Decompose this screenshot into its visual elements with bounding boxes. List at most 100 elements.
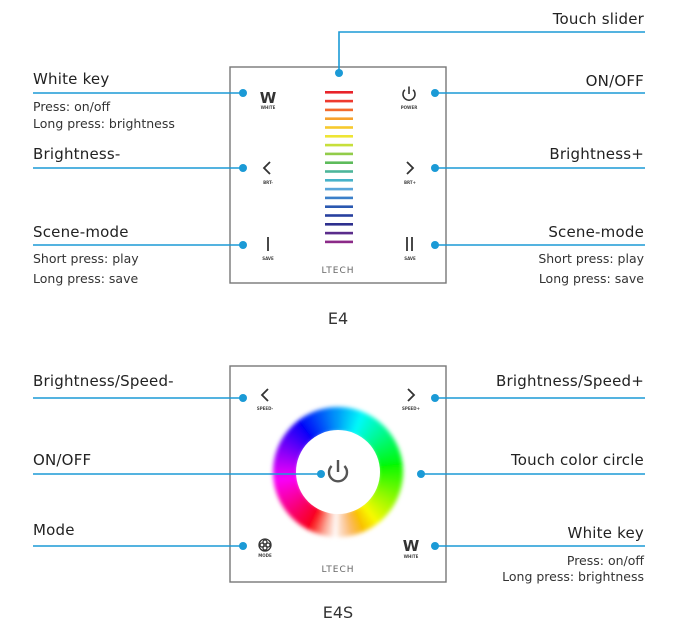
color-ring-segment[interactable]: [281, 491, 306, 510]
color-ring-segment[interactable]: [291, 499, 313, 522]
color-ring-segment[interactable]: [347, 509, 361, 535]
color-ring-segment[interactable]: [273, 478, 300, 489]
color-ring-segment[interactable]: [368, 430, 392, 450]
color-ring-segment[interactable]: [315, 409, 329, 435]
slider-bar[interactable]: [325, 126, 353, 129]
color-ring-segment[interactable]: [314, 509, 328, 535]
color-ring-segment[interactable]: [344, 510, 355, 537]
color-ring-segment[interactable]: [279, 438, 304, 456]
slider-bar[interactable]: [325, 205, 353, 208]
color-ring-segment[interactable]: [344, 407, 356, 434]
color-ring-segment[interactable]: [276, 443, 302, 459]
color-ring-segment[interactable]: [276, 485, 302, 500]
color-ring-segment[interactable]: [281, 434, 306, 452]
slider-bar[interactable]: [325, 91, 353, 94]
pause-icon[interactable]: [406, 237, 413, 251]
power-icon[interactable]: [402, 86, 416, 101]
color-ring-segment[interactable]: [284, 494, 308, 514]
chevron-left-icon[interactable]: [262, 161, 271, 175]
slider-bar[interactable]: [325, 240, 353, 244]
color-ring-segment[interactable]: [320, 510, 332, 537]
slider-bar[interactable]: [325, 161, 353, 164]
color-ring-segment[interactable]: [341, 407, 351, 433]
slider-bar[interactable]: [325, 196, 353, 200]
color-ring-segment[interactable]: [292, 421, 313, 444]
chevron-right-icon[interactable]: [407, 388, 416, 402]
color-ring-segment[interactable]: [360, 418, 381, 442]
color-ring-segment[interactable]: [377, 466, 403, 473]
color-ring-segment[interactable]: [363, 500, 384, 523]
color-ring-segment[interactable]: [370, 434, 395, 453]
color-ring-segment[interactable]: [310, 410, 325, 436]
white-key-icon[interactable]: W: [260, 89, 277, 107]
color-ring-segment[interactable]: [287, 497, 310, 518]
color-ring-segment[interactable]: [365, 497, 388, 519]
callout-brightness-speed-plus-title: Brightness/Speed+: [496, 372, 644, 390]
color-ring-segment[interactable]: [372, 439, 398, 456]
slider-bar[interactable]: [325, 179, 353, 182]
callout-scene-mode-right-line2: Long press: save: [538, 271, 644, 286]
color-ring-segment[interactable]: [351, 410, 367, 436]
power-icon[interactable]: [327, 460, 349, 483]
color-ring-segment[interactable]: [370, 492, 395, 510]
slider-bar[interactable]: [325, 135, 353, 138]
mode-icon[interactable]: [258, 538, 272, 552]
color-ring-segment[interactable]: [338, 407, 345, 433]
color-ring-segment[interactable]: [273, 459, 299, 469]
color-ring-segment[interactable]: [376, 478, 403, 490]
color-ring-segment[interactable]: [305, 412, 322, 438]
color-ring-segment[interactable]: [288, 425, 311, 447]
color-ring-segment[interactable]: [284, 429, 308, 450]
color-ring-segment[interactable]: [325, 511, 335, 537]
slider-bar[interactable]: [325, 214, 353, 217]
color-ring-segment[interactable]: [278, 488, 304, 505]
color-ring-segment[interactable]: [375, 449, 401, 463]
color-ring-segment[interactable]: [357, 504, 376, 529]
slider-bar[interactable]: [325, 152, 353, 156]
callout-brightness-plus-title: Brightness+: [549, 145, 644, 163]
touch-slider[interactable]: [325, 91, 353, 244]
color-ring-segment[interactable]: [372, 488, 397, 506]
slider-bar[interactable]: [325, 187, 353, 191]
color-ring-segment[interactable]: [354, 413, 372, 438]
color-ring-segment[interactable]: [348, 409, 362, 435]
color-ring-segment[interactable]: [337, 511, 344, 537]
color-ring-segment[interactable]: [275, 448, 301, 462]
slider-bar[interactable]: [325, 170, 353, 173]
color-ring-segment[interactable]: [354, 506, 371, 532]
color-ring-segment[interactable]: [321, 407, 332, 434]
color-ring-segment[interactable]: [332, 407, 339, 433]
color-ring-segment[interactable]: [275, 481, 301, 495]
color-ring-segment[interactable]: [377, 475, 403, 485]
slider-bar[interactable]: [325, 117, 353, 120]
color-ring-segment[interactable]: [374, 485, 400, 501]
color-ring-segment[interactable]: [351, 508, 366, 534]
chevron-right-icon[interactable]: [406, 161, 415, 175]
slider-bar[interactable]: [325, 108, 353, 112]
white-key-icon[interactable]: W: [403, 537, 420, 555]
color-ring-segment[interactable]: [300, 415, 319, 440]
color-ring-segment[interactable]: [331, 511, 338, 537]
color-ring-segment[interactable]: [368, 494, 392, 515]
color-ring-segment[interactable]: [377, 472, 403, 479]
color-ring-segment[interactable]: [273, 454, 300, 466]
color-ring-segment[interactable]: [376, 455, 403, 466]
color-ring-segment[interactable]: [309, 508, 325, 534]
color-ring-segment[interactable]: [366, 426, 389, 447]
slider-bar[interactable]: [325, 143, 353, 147]
color-ring-segment[interactable]: [374, 444, 400, 459]
chevron-left-icon[interactable]: [260, 388, 269, 402]
touch-color-circle[interactable]: [273, 407, 403, 537]
color-ring-segment[interactable]: [273, 465, 299, 472]
color-ring-segment[interactable]: [360, 502, 380, 526]
color-ring-segment[interactable]: [375, 482, 401, 496]
color-ring-segment[interactable]: [300, 504, 318, 529]
color-ring-segment[interactable]: [295, 502, 316, 526]
color-ring-segment[interactable]: [363, 422, 385, 445]
slider-bar[interactable]: [325, 223, 353, 226]
color-ring-segment[interactable]: [358, 415, 376, 440]
color-ring-segment[interactable]: [296, 418, 316, 442]
color-ring-segment[interactable]: [304, 506, 322, 531]
slider-bar[interactable]: [325, 99, 353, 103]
slider-bar[interactable]: [325, 231, 353, 235]
